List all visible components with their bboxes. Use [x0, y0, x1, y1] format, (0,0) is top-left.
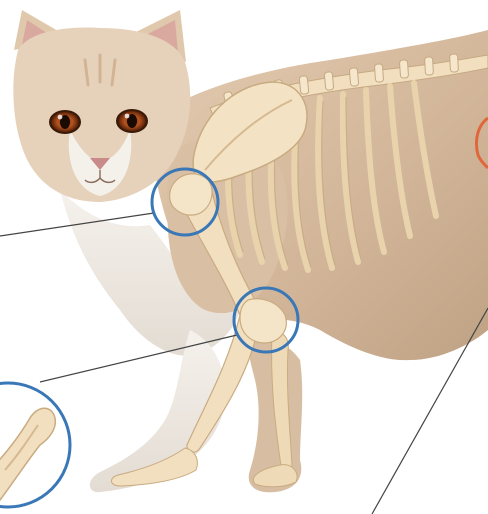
shoulder-joint-bone — [170, 174, 212, 215]
cat-head — [13, 10, 190, 202]
right-eye — [116, 109, 148, 133]
left-eye — [49, 110, 81, 134]
magnified-joint-inset — [0, 383, 70, 507]
